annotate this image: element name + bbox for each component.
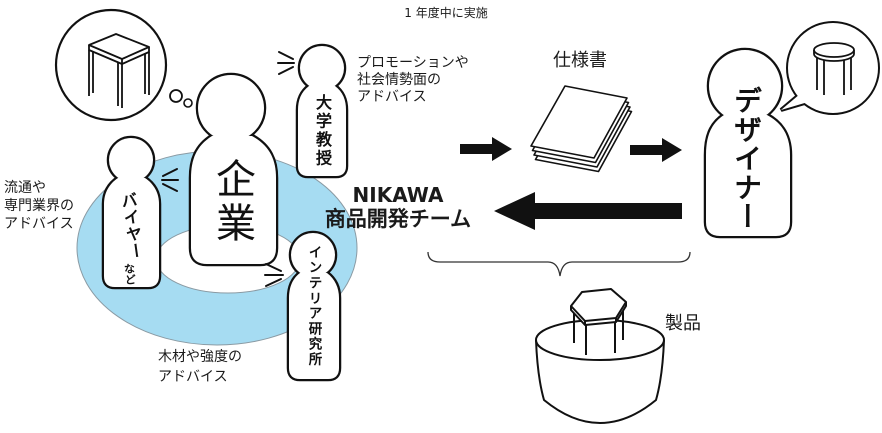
arrow-right-icon bbox=[630, 138, 682, 162]
arrow-right-icon bbox=[460, 137, 512, 161]
advice-line: 木材や強度の bbox=[158, 349, 242, 365]
schedule-note: 1 年度中に実施 bbox=[404, 6, 488, 20]
advice-line: アドバイス bbox=[158, 369, 228, 385]
emphasis-lines-buyer bbox=[161, 168, 179, 192]
arrow-left-icon bbox=[494, 192, 682, 230]
speech-bubble bbox=[779, 21, 880, 115]
company-label: 企業 bbox=[209, 158, 255, 246]
team-subtitle: 商品開発チーム bbox=[324, 207, 472, 231]
product-label: 製品 bbox=[665, 313, 701, 334]
professor-label: 大学教授 bbox=[313, 94, 332, 168]
advice-line: 専門業界の bbox=[4, 198, 74, 214]
professor-advice-text: プロモーションや 社会情勢面の アドバイス bbox=[357, 55, 469, 106]
advice-line: プロモーションや bbox=[357, 55, 469, 71]
round-stool-icon bbox=[813, 42, 855, 95]
advice-line: 流通や bbox=[4, 180, 46, 196]
advice-line: アドバイス bbox=[357, 89, 427, 105]
emphasis-lines-professor bbox=[277, 51, 295, 75]
buyer-sublabel: など bbox=[122, 262, 137, 286]
designer-label: デザイナー bbox=[730, 86, 763, 231]
buyer-advice-text: 流通や 専門業界の アドバイス bbox=[4, 179, 74, 233]
curly-brace bbox=[427, 251, 691, 277]
specification-label: 仕様書 bbox=[553, 50, 607, 71]
documents-icon bbox=[530, 85, 633, 173]
product-icon bbox=[535, 288, 665, 424]
institute-advice-text: 木材や強度の アドバイス bbox=[158, 347, 242, 387]
advice-line: 社会情勢面の bbox=[357, 72, 441, 88]
team-name: NIKAWA bbox=[352, 183, 444, 207]
desk-icon bbox=[88, 33, 150, 108]
emphasis-lines-institute bbox=[264, 263, 284, 287]
team-label: NIKAWA 商品開発チーム bbox=[308, 183, 488, 232]
thought-bubble bbox=[54, 8, 193, 122]
institute-label: インテリア研究所 bbox=[305, 245, 322, 368]
advice-line: アドバイス bbox=[4, 216, 74, 232]
